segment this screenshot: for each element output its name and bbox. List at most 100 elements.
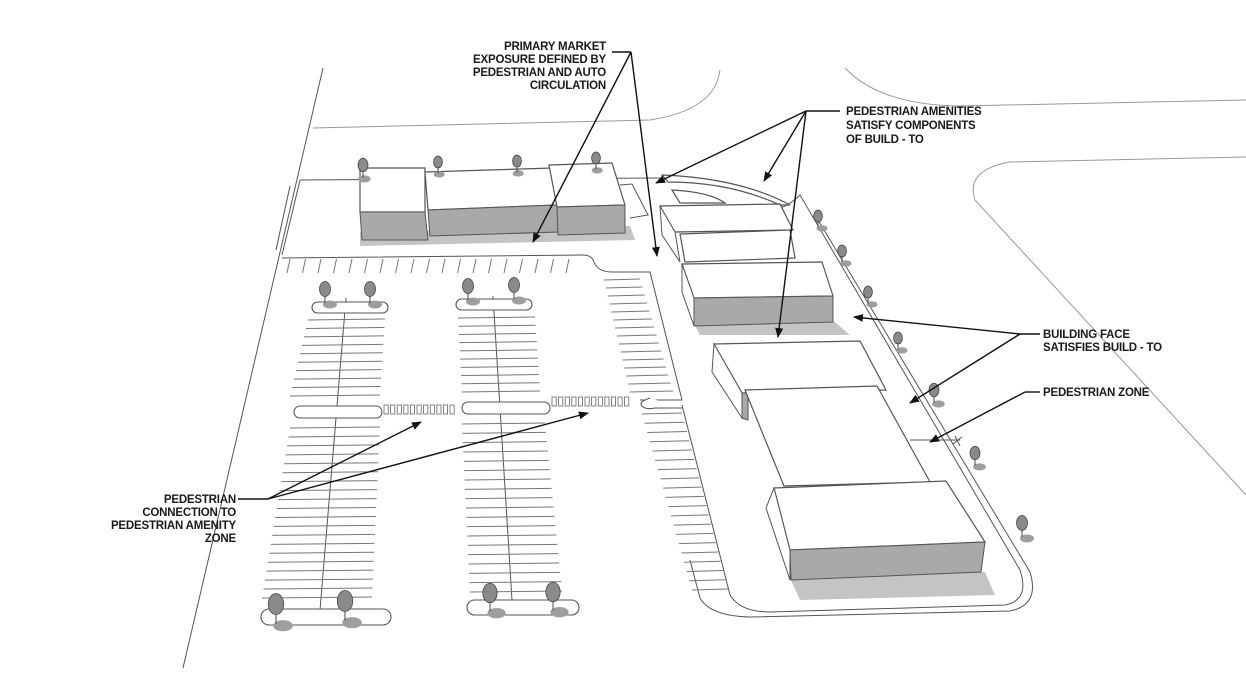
parking-stripe <box>663 486 702 489</box>
parking-stripe <box>465 487 552 490</box>
crosswalk-bar <box>403 404 409 415</box>
parking-stripe <box>668 505 707 508</box>
parking-stripe <box>657 468 697 471</box>
parking-stripe <box>458 324 536 327</box>
parking-stripe <box>270 542 375 545</box>
parking-stripe <box>503 258 508 274</box>
parking-stripe <box>461 390 541 393</box>
callout-line: SATISFIES BUILD - TO <box>1043 342 1162 354</box>
parking-stripe <box>464 469 550 472</box>
parking-stripe <box>676 532 714 535</box>
crosswalk-bar <box>591 396 597 407</box>
aisle-line-2 <box>492 295 513 601</box>
tree-shadow <box>512 296 526 305</box>
building-e3-roof <box>681 261 834 299</box>
parking-stripe <box>263 587 373 590</box>
parking-stripe <box>463 459 549 462</box>
callout-line: PEDESTRIAN AND AUTO <box>473 67 606 79</box>
callout-line: PEDESTRIAN <box>164 494 236 506</box>
parking-stripe <box>624 366 666 369</box>
north-building-block <box>359 162 649 246</box>
parking-stripe <box>458 332 537 335</box>
parking-stripe <box>284 462 379 465</box>
tree-shadow <box>591 167 603 174</box>
crosswalk-bar <box>597 396 603 407</box>
building-n3-roof <box>548 162 626 208</box>
parking-stripe <box>691 588 729 591</box>
site-boundary-left <box>182 67 324 669</box>
parking-stripe <box>689 579 726 582</box>
leader-arrow <box>775 110 807 338</box>
parking-stripe <box>626 374 669 377</box>
tree-shadow <box>550 606 569 618</box>
parking-stripe <box>317 258 322 274</box>
crosswalk-bar <box>429 404 435 415</box>
road-curb-top <box>312 69 721 129</box>
parking-stripe <box>641 412 683 415</box>
parking-stripe <box>670 514 709 517</box>
crosswalk-bar <box>564 396 570 407</box>
tree-canopy <box>545 581 561 603</box>
tree-canopy <box>591 151 601 165</box>
parking-stripe <box>459 341 537 344</box>
tree-icon <box>364 281 382 309</box>
parking-stripe <box>613 318 652 321</box>
crosswalk-bar <box>551 396 557 407</box>
crosswalk-bar <box>578 396 584 407</box>
parking-stripe <box>460 365 539 368</box>
building-n1-roof <box>359 167 426 213</box>
parking-stripe <box>488 258 492 274</box>
parking-stripe <box>275 515 376 518</box>
tree-canopy <box>863 285 873 299</box>
tree-canopy <box>813 209 823 223</box>
tree-shadow <box>1020 534 1034 543</box>
parking-stripe <box>299 352 383 355</box>
parking-stripe <box>379 258 384 274</box>
parking-stripe <box>647 431 687 434</box>
parking-stripe <box>273 524 376 527</box>
parking-stripe <box>649 440 690 443</box>
tree-shadow <box>342 617 362 629</box>
callout-pedestrian-amenities: PEDESTRIAN AMENITIES SATISFY COMPONENTS … <box>846 106 982 146</box>
parking-stripe <box>441 258 446 274</box>
parking-stripe <box>264 578 373 581</box>
leader-arrow <box>267 421 422 500</box>
building-e1-roof <box>658 203 794 233</box>
tree-icon <box>863 285 878 308</box>
parking-stripe <box>461 422 546 425</box>
crosswalk-bar <box>624 396 630 407</box>
parking-stripe <box>469 581 562 584</box>
parking-stripe <box>457 258 461 274</box>
parking-stripe <box>267 560 374 563</box>
leader-arrow <box>532 51 632 243</box>
crosswalk-bar <box>449 404 455 415</box>
crosswalk-bar <box>584 396 590 407</box>
parking-stripe <box>459 349 538 352</box>
tree-icon <box>893 331 908 354</box>
parking-stripe <box>287 444 380 447</box>
building-e1-side <box>659 205 681 263</box>
tree-icon <box>357 157 371 183</box>
parking-stripe <box>457 316 536 319</box>
tree-shadow <box>866 301 878 308</box>
building-n3-wall <box>556 204 626 236</box>
parking-stripe <box>467 543 558 546</box>
parking-stripe <box>465 497 553 500</box>
tree-canopy <box>364 281 376 297</box>
tree-shadow <box>816 225 828 232</box>
parking-stripe <box>605 286 643 289</box>
tree-canopy <box>319 281 331 297</box>
leader-arrow <box>267 411 589 500</box>
tree-canopy <box>267 593 285 615</box>
crosswalk-bar <box>558 396 564 407</box>
parking-stripe <box>466 515 555 518</box>
parking-stripe <box>611 310 650 313</box>
parking-stripe <box>289 426 381 429</box>
building-n2-roof <box>424 167 558 211</box>
parking-stripe <box>272 533 375 536</box>
tree-icon <box>319 281 337 309</box>
parking-stripe <box>468 553 559 556</box>
parking-stripe <box>519 258 523 274</box>
crosswalk-bar <box>604 396 610 407</box>
parking-stripe <box>348 258 353 274</box>
